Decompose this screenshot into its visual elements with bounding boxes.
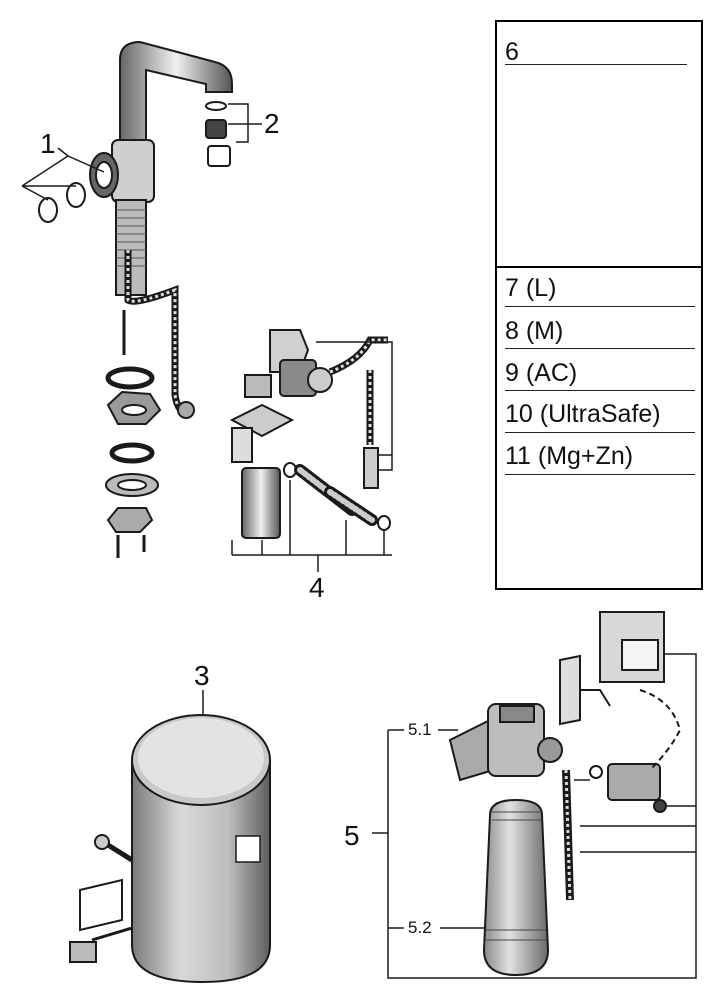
panel-item-7: 7 (L) [505,274,557,302]
panel-rule [505,474,695,475]
panel-item-11: 11 (Mg+Zn) [505,442,634,470]
panel-item-8: 8 (M) [505,317,564,345]
callout-4: 4 [309,572,325,603]
panel-section-divider [497,266,701,268]
leader-lines-1-2 [21,103,262,201]
panel-header: 6 [505,38,519,66]
panel-item-9: 9 (AC) [505,359,578,387]
parts-panel: 6 7 (L) 8 (M) 9 (AC) 10 (UltraSafe) 11 (… [495,20,703,590]
callout-1: 1 [40,128,56,159]
boiler-tank [69,714,271,984]
callout-5-1: 5.1 [408,720,432,739]
panel-item-10: 10 (UltraSafe) [505,400,661,428]
filter-assembly [448,611,682,977]
panel-rule [505,432,695,433]
callout-5-2: 5.2 [408,918,432,937]
panel-rule [505,306,695,307]
callout-3: 3 [194,660,210,691]
leader-lines-5 [372,653,697,979]
faucet-assembly [38,40,233,558]
panel-rule [505,348,695,349]
leader-lines-4 [231,341,393,572]
valve-group [229,329,391,539]
panel-rule [505,390,695,391]
panel-header-rule [505,64,687,65]
callout-5: 5 [344,820,360,851]
callout-2: 2 [264,108,280,139]
